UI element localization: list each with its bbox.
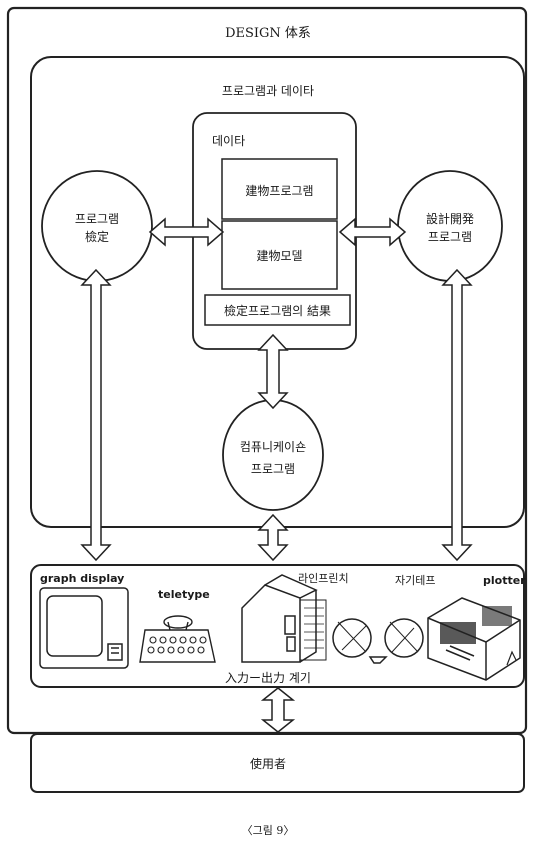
user-label: 使用者 [0, 755, 536, 772]
figure-caption: 〈그림 9〉 [0, 822, 536, 838]
